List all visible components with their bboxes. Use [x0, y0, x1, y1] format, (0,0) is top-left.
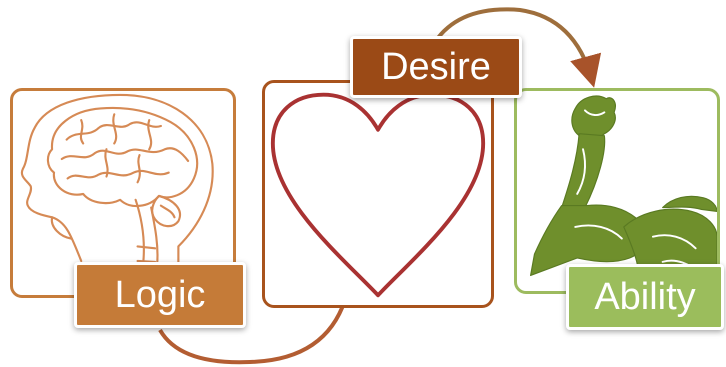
heart-icon — [270, 92, 486, 298]
ability-label: Ability — [566, 264, 724, 330]
ability-panel — [514, 88, 720, 294]
brain-head-icon — [20, 93, 214, 295]
desire-panel — [262, 80, 494, 308]
desire-label: Desire — [350, 36, 522, 98]
logic-label: Logic — [74, 262, 246, 328]
arrow-logic-to-desire — [158, 299, 347, 365]
flexed-arm-icon — [530, 95, 717, 291]
arrow-desire-to-ability — [433, 7, 602, 88]
